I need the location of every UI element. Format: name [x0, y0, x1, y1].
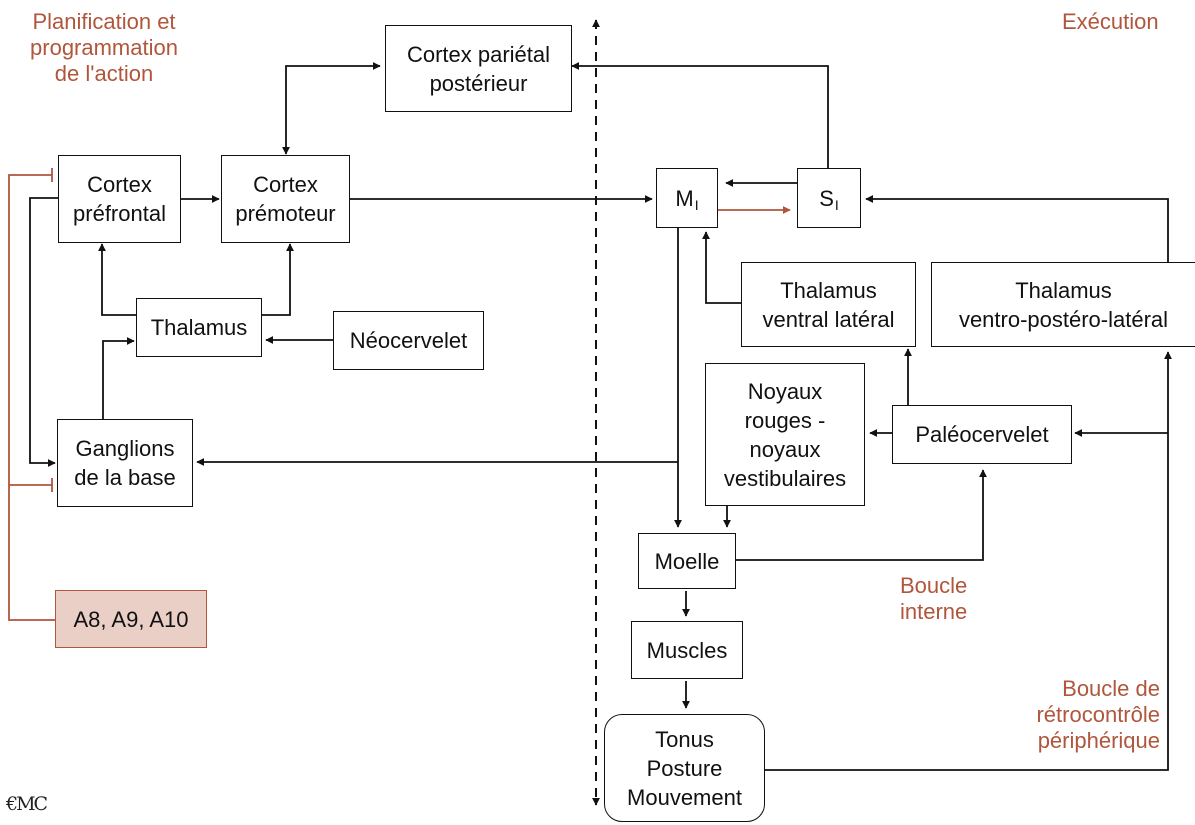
- s1-letter: S: [819, 185, 834, 211]
- caption-boucle-interne: Boucle interne: [900, 573, 968, 624]
- wire-ganglions-thalamus: [102, 337, 135, 420]
- box-cortex-premoteur: Cortex prémoteur: [221, 155, 350, 243]
- emc-logo: €MC: [6, 793, 48, 815]
- wire-thalamus-premoteur: [262, 243, 294, 316]
- box-ganglions-base: Ganglions de la base: [57, 419, 193, 507]
- box-thalamus-vpl: Thalamus ventro-postéro-latéral: [931, 262, 1195, 347]
- m1-subscript: I: [694, 196, 699, 213]
- caption-boucle-retrocontrole: Boucle de rétrocontrôle périphérique: [1036, 676, 1160, 753]
- box-moelle: Moelle: [638, 533, 736, 589]
- box-cortex-parietal: Cortex pariétal postérieur: [385, 25, 572, 112]
- box-a8-a9-a10: A8, A9, A10: [55, 590, 207, 648]
- m1-letter: M: [675, 185, 694, 211]
- caption-execution: Exécution: [1062, 9, 1159, 34]
- wire-prefrontal-ganglions: [29, 197, 58, 467]
- box-neocervelet: Néocervelet: [333, 311, 484, 370]
- box-thalamus-ventral-lateral: Thalamus ventral latéral: [741, 262, 916, 347]
- box-paleocervelet: Paléocervelet: [892, 405, 1072, 464]
- wire-thalamus-prefrontal: [98, 243, 137, 316]
- box-cortex-prefrontal: Cortex préfrontal: [58, 155, 181, 243]
- wire-moelle-paleo: [736, 469, 987, 561]
- caption-planification: Planification et programmation de l'acti…: [30, 9, 178, 86]
- wire-s1-parietal: [571, 62, 829, 168]
- wire-premoteur-parietal: [282, 62, 381, 155]
- box-muscles: Muscles: [631, 621, 743, 679]
- box-thalamus: Thalamus: [136, 298, 262, 357]
- wire-thalvpl-s1: [865, 195, 1169, 262]
- box-tonus-posture-mouvement: Tonus Posture Mouvement: [604, 714, 765, 822]
- wire-tonus-feedback: [765, 351, 1172, 771]
- box-noyaux: Noyaux rouges - noyaux vestibulaires: [705, 363, 865, 506]
- s1-subscript: I: [834, 196, 839, 213]
- wire-thalvl-m1: [702, 231, 741, 304]
- wire-a8-loop-red: [8, 174, 56, 621]
